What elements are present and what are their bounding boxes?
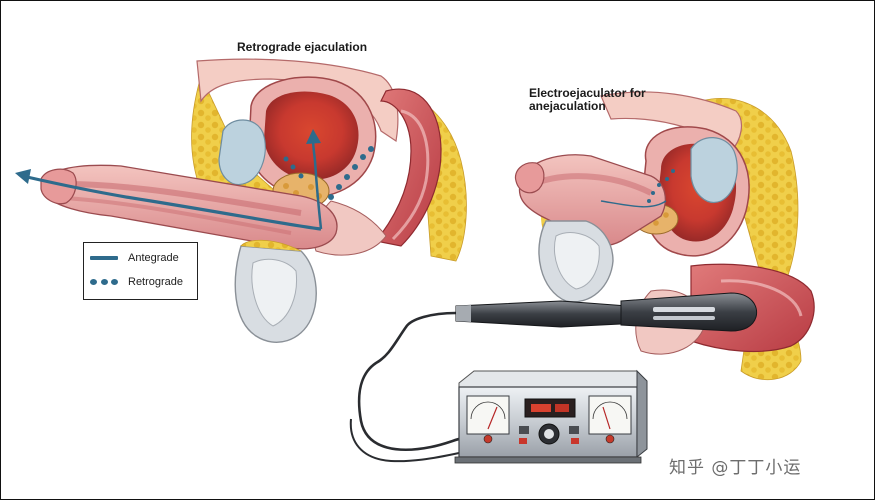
right-anatomy-section [514, 91, 815, 380]
control-box [454, 369, 648, 464]
legend-label-retrograde: Retrograde [128, 276, 184, 288]
watermark: 知乎 @丁丁小运 [669, 458, 802, 478]
title-electroejaculator-line2: anejaculation [529, 99, 606, 113]
legend-label-antegrade: Antegrade [128, 252, 179, 264]
left-anatomy-section [15, 58, 467, 343]
dotted-line-icon [90, 277, 118, 287]
electroejaculator-device [349, 292, 758, 464]
legend-box: Antegrade Retrograde [83, 242, 198, 300]
title-electroejaculator: Electroejaculator for anejaculation [529, 87, 646, 113]
legend-item-antegrade: Antegrade [90, 251, 179, 265]
title-electroejaculator-line1: Electroejaculator for [529, 86, 646, 100]
title-retrograde-ejaculation: Retrograde ejaculation [237, 40, 368, 54]
solid-line-icon [90, 253, 118, 263]
legend-item-retrograde: Retrograde [90, 275, 183, 289]
